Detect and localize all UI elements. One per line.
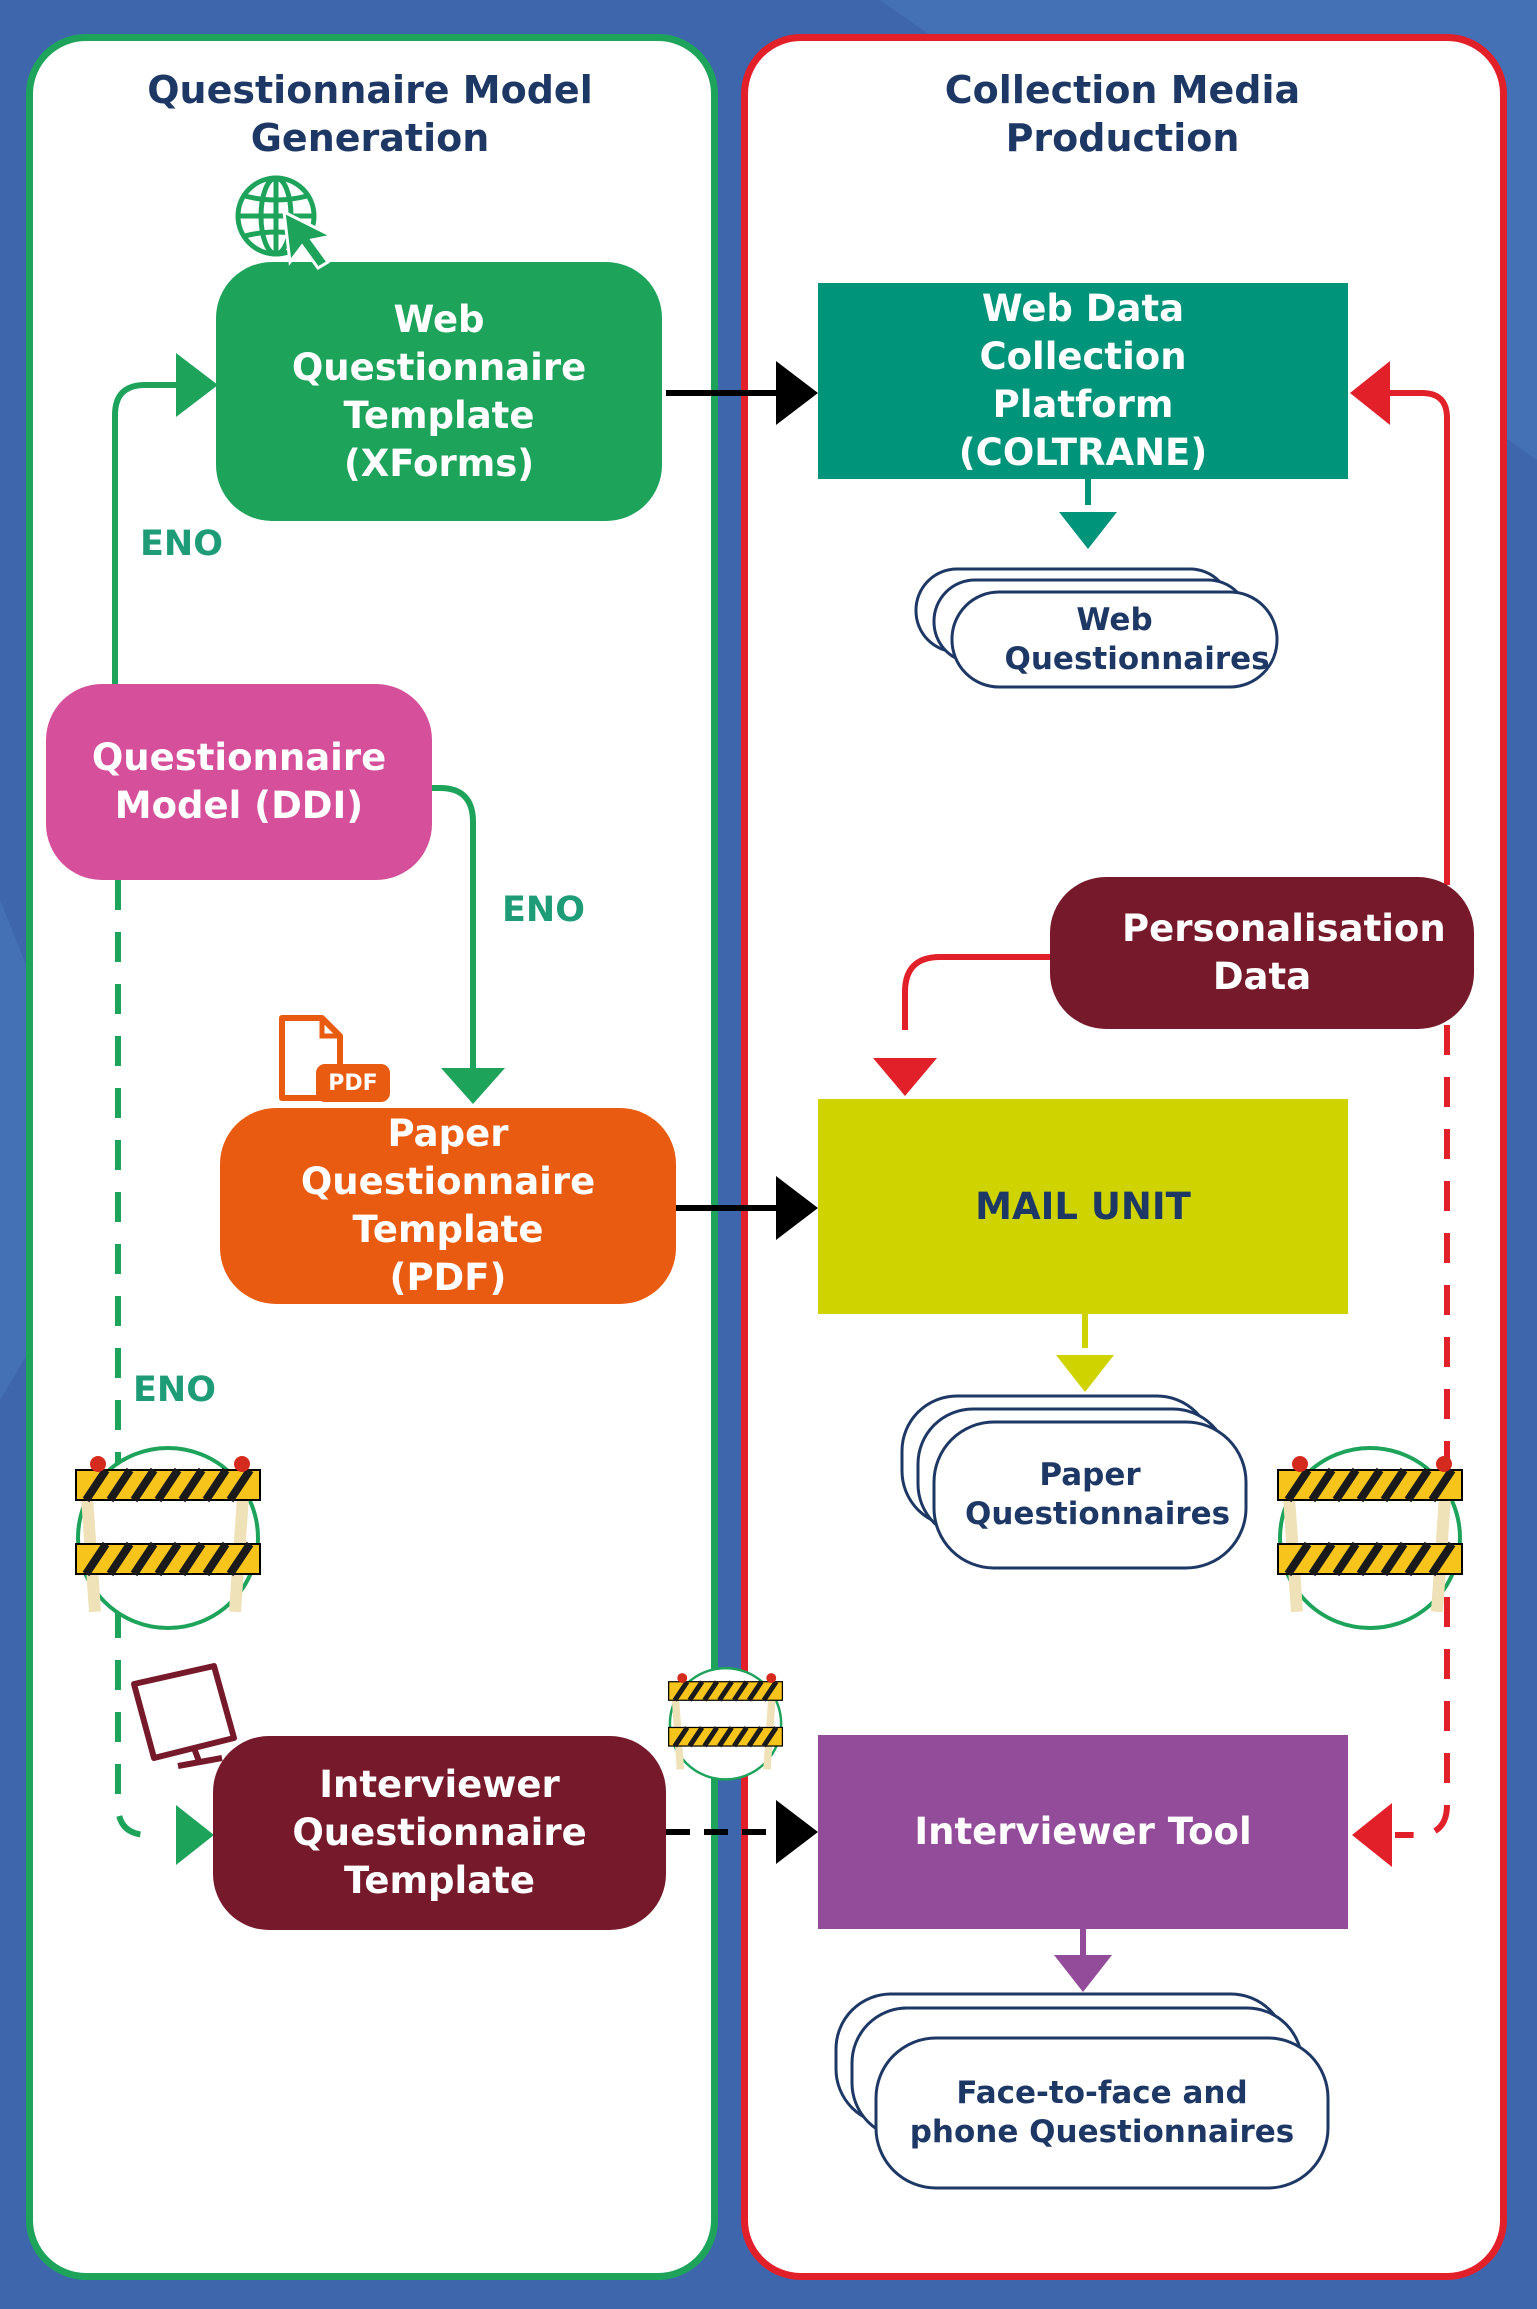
- arrowhead: [176, 353, 218, 417]
- arrowhead: [176, 1805, 214, 1865]
- eno-label-web: ENO: [140, 524, 223, 564]
- arrowhead: [776, 1176, 818, 1240]
- pdf-document-icon: [279, 1015, 390, 1102]
- mail-unit[interactable]: MAIL UNIT: [818, 1099, 1348, 1314]
- right-panel-title: Collection Media Production: [944, 68, 1301, 160]
- interviewer-template-label: Interviewer Questionnaire Template: [292, 1763, 587, 1902]
- interviewer-tool[interactable]: Interviewer Tool: [818, 1735, 1348, 1929]
- web-template-label: Web Questionnaire Template (XForms): [291, 297, 587, 485]
- pdf-badge-text: PDF: [328, 1070, 378, 1096]
- ddi-label: Questionnaire Model (DDI): [91, 736, 387, 827]
- f2f-questionnaires-output: Face-to-face and phone Questionnaires: [876, 2038, 1328, 2188]
- edge-ddi-to-paper: [432, 785, 476, 1075]
- eno-label-paper: ENO: [502, 890, 585, 930]
- paper-output-label: Paper Questionnaires: [965, 1457, 1231, 1532]
- interviewer-tool-label: Interviewer Tool: [914, 1810, 1252, 1853]
- arrowhead: [1056, 1355, 1114, 1392]
- stack-sheet: [950, 590, 1279, 689]
- edge-personalisation-to-tool: [1395, 1025, 1450, 1838]
- f2f-output-label: Face-to-face and phone Questionnaires: [909, 2075, 1295, 2150]
- web-output-label: Web Questionnaires: [1004, 601, 1270, 677]
- computer-monitor-icon: [131, 1663, 237, 1769]
- arrowhead: [1350, 361, 1390, 425]
- edge-ddi-to-interviewer: [115, 880, 158, 1838]
- left-panel-title: Questionnaire Model Generation: [147, 68, 593, 160]
- arrowhead: [1054, 1955, 1112, 1992]
- paper-template-label: Paper Questionnaire Template (PDF): [300, 1112, 596, 1299]
- questionnaire-model-ddi[interactable]: Questionnaire Model (DDI): [46, 684, 432, 880]
- arrowhead: [441, 1068, 505, 1104]
- paper-questionnaires-output: Paper Questionnaires: [934, 1422, 1246, 1568]
- arrowhead: [776, 361, 818, 425]
- road-barrier-icon: [75, 1446, 261, 1630]
- road-barrier-icon: [668, 1666, 784, 1781]
- coltrane-label: Web Data Collection Platform (COLTRANE): [958, 287, 1208, 474]
- arrowhead: [873, 1058, 937, 1096]
- arrowhead: [1352, 1803, 1392, 1867]
- web-questionnaire-template[interactable]: Web Questionnaire Template (XForms): [216, 262, 662, 521]
- edge-personalisation-to-mail: [902, 954, 1050, 1030]
- road-barrier-icon: [1277, 1446, 1463, 1630]
- edge-personalisation-to-coltrane: [1390, 390, 1450, 885]
- personalisation-data[interactable]: Personalisation Data: [1050, 877, 1474, 1029]
- stack-sheet: [932, 1420, 1248, 1570]
- interviewer-questionnaire-template[interactable]: Interviewer Questionnaire Template: [213, 1736, 666, 1930]
- paper-questionnaire-template[interactable]: Paper Questionnaire Template (PDF): [220, 1108, 676, 1304]
- stack-sheet: [874, 2036, 1330, 2190]
- web-questionnaires-output: Web Questionnaires: [952, 592, 1277, 687]
- globe-cursor-icon: [235, 175, 337, 270]
- eno-label-interviewer: ENO: [133, 1370, 216, 1410]
- edge-ddi-to-web: [112, 382, 178, 685]
- arrowhead: [776, 1800, 818, 1864]
- arrowhead: [1059, 512, 1117, 549]
- web-data-collection-platform[interactable]: Web Data Collection Platform (COLTRANE): [818, 283, 1348, 479]
- mail-unit-label: MAIL UNIT: [975, 1184, 1191, 1228]
- personalisation-label: Personalisation Data: [1122, 907, 1446, 998]
